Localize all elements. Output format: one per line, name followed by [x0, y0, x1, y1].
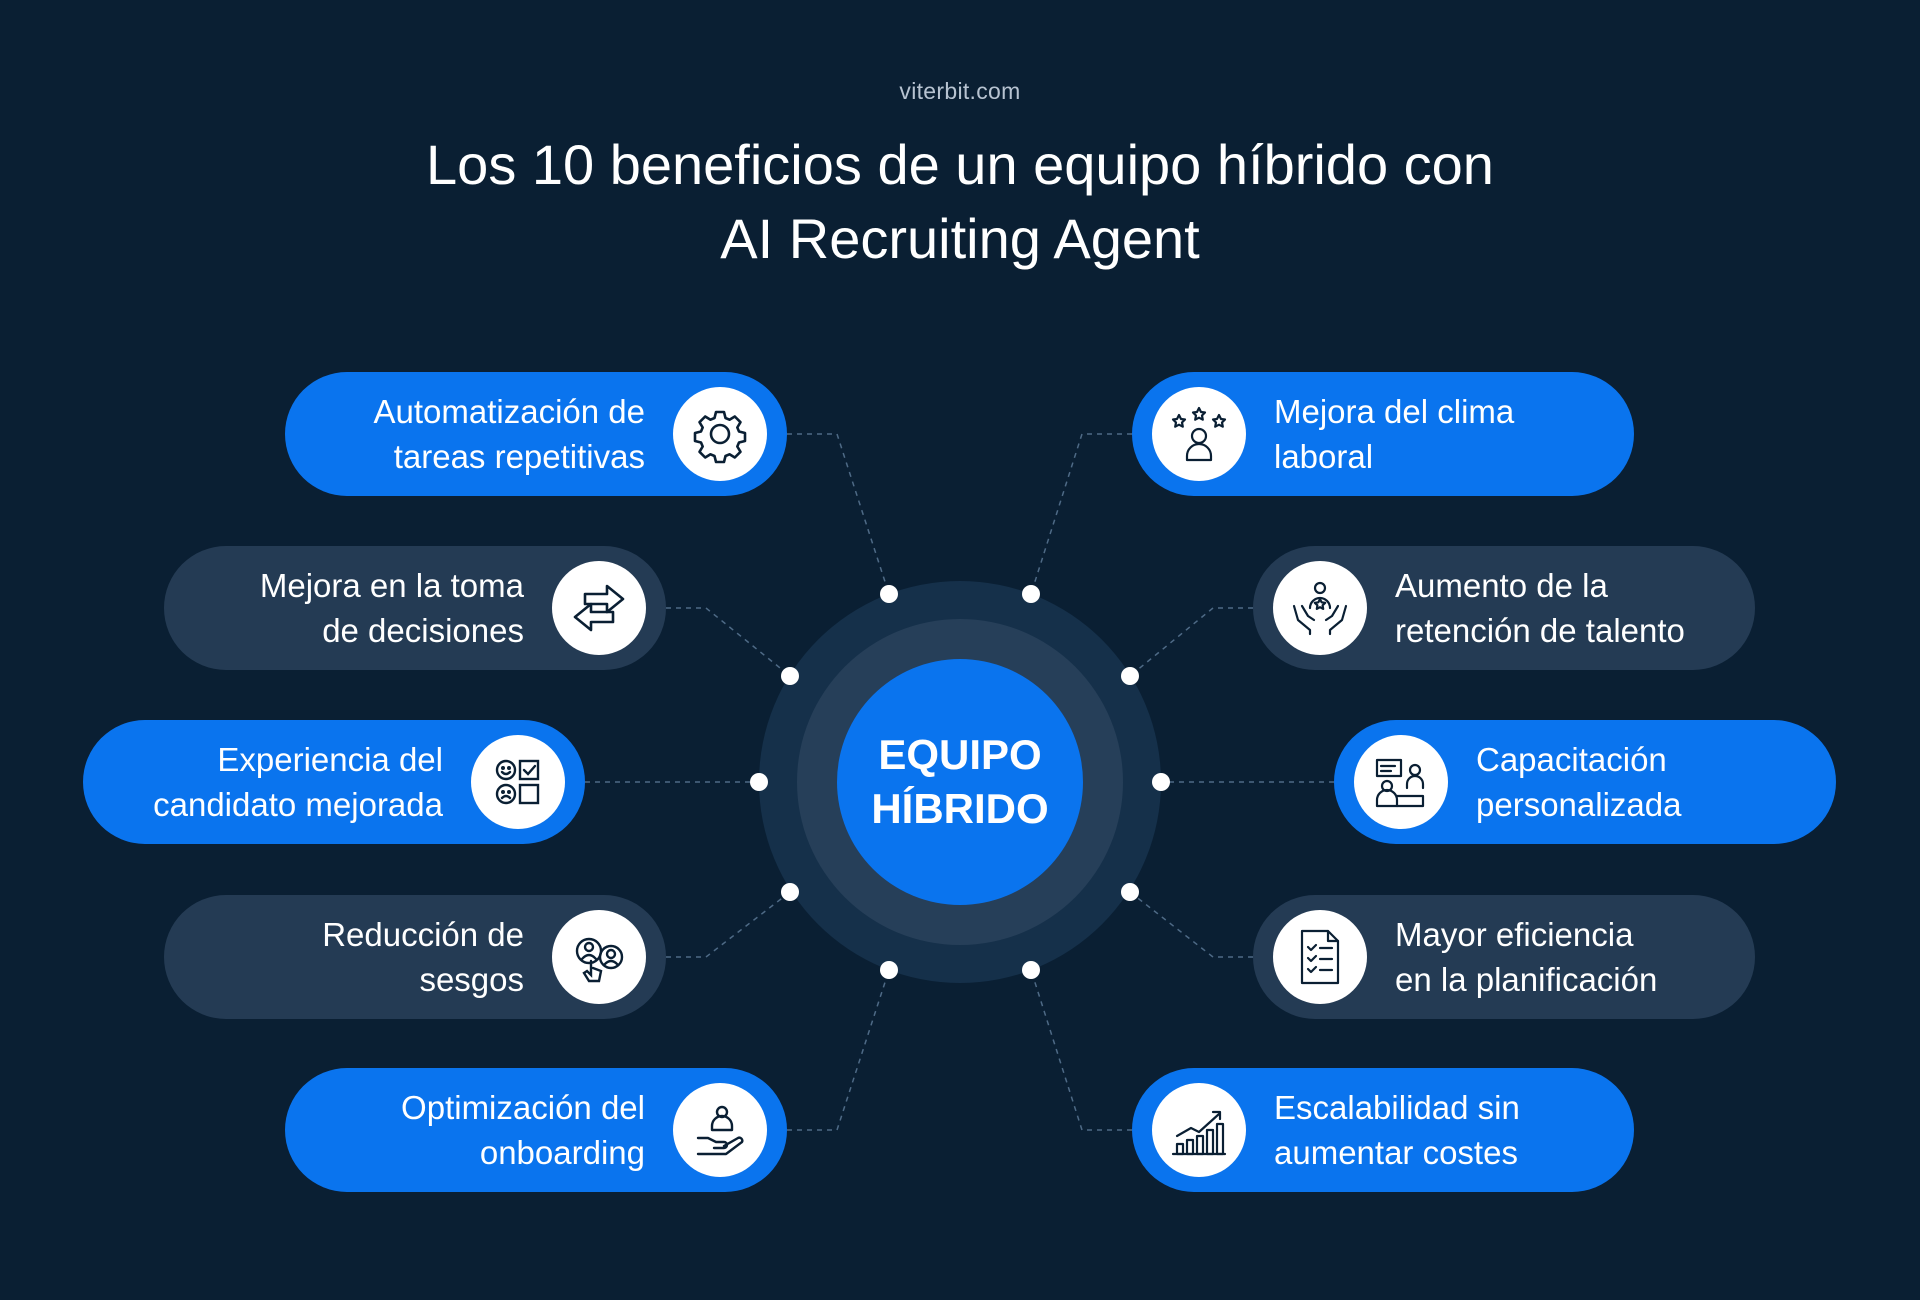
connector-dot: [1152, 773, 1170, 791]
hub-center: EQUIPO HÍBRIDO: [837, 659, 1083, 905]
connector-dot: [880, 961, 898, 979]
connector-right-5: [1030, 969, 1132, 1131]
connector-left-2: [666, 607, 791, 677]
arrows-exchange-icon: [552, 561, 646, 655]
page-title: Los 10 beneficios de un equipo híbrido c…: [0, 128, 1920, 276]
connector-dot: [781, 883, 799, 901]
site-url: viterbit.com: [899, 78, 1021, 104]
connector-right-4: [1129, 891, 1253, 958]
training-board-icon: [1354, 735, 1448, 829]
connector-left-5: [787, 969, 890, 1131]
hands-person-star-icon: [1273, 561, 1367, 655]
hub-label-line-2: HÍBRIDO: [871, 785, 1049, 832]
connector-dot: [781, 667, 799, 685]
checklist-icon: [1273, 910, 1367, 1004]
gear-icon: [673, 387, 767, 481]
hand-person-icon: [673, 1083, 767, 1177]
connector-left-4: [666, 891, 791, 958]
growth-chart-icon: [1152, 1083, 1246, 1177]
connector-dot: [880, 585, 898, 603]
feedback-grid-icon: [471, 735, 565, 829]
title-line-2: AI Recruiting Agent: [720, 207, 1200, 270]
connector-dot: [1121, 667, 1139, 685]
person-stars-icon: [1152, 387, 1246, 481]
connector-dot: [750, 773, 768, 791]
connector-left-1: [787, 433, 890, 595]
connector-dot: [1022, 585, 1040, 603]
connector-dot: [1121, 883, 1139, 901]
connector-dot: [1022, 961, 1040, 979]
connector-right-1: [1030, 433, 1132, 595]
connector-right-2: [1129, 607, 1253, 677]
hub-label-line-1: EQUIPO: [878, 731, 1042, 778]
users-select-icon: [552, 910, 646, 1004]
title-line-1: Los 10 beneficios de un equipo híbrido c…: [426, 133, 1494, 196]
